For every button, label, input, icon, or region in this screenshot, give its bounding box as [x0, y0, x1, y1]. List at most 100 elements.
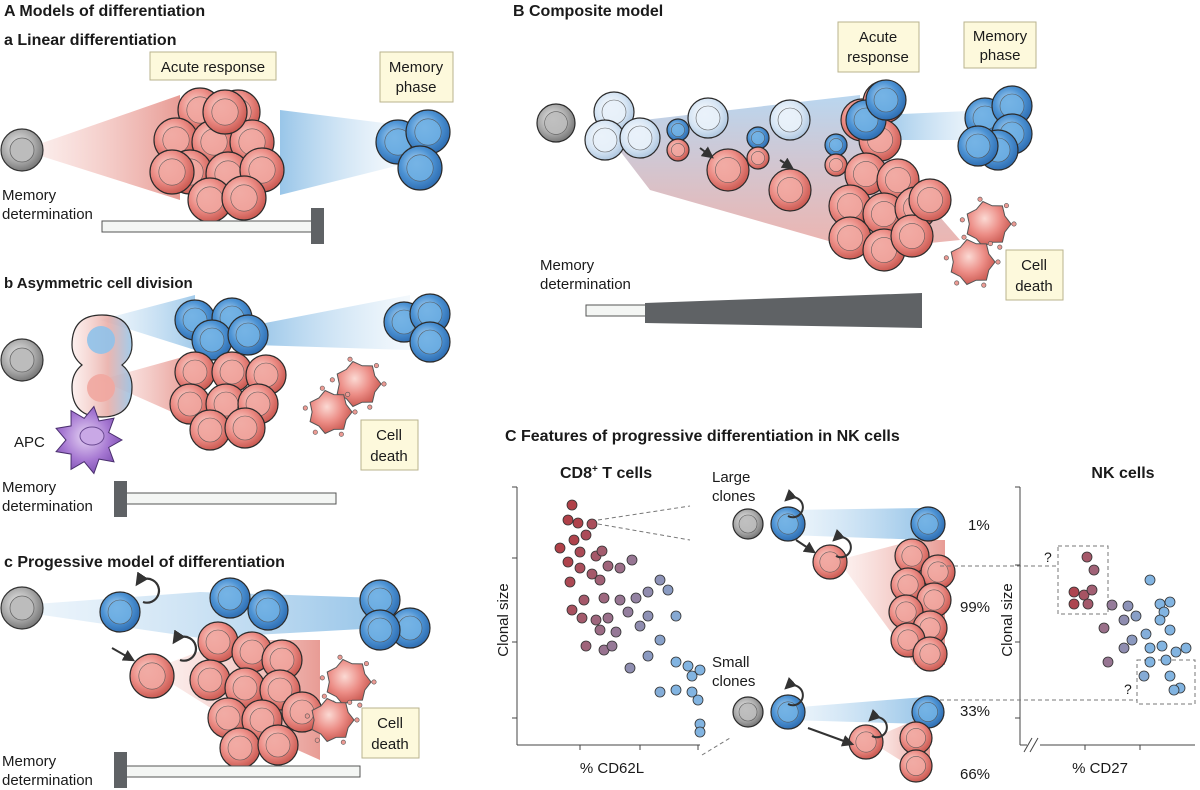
nk-scatter-points — [1068, 551, 1192, 696]
red-cell — [189, 409, 231, 451]
asym-blue-cone-1 — [100, 295, 195, 350]
self-renew-arrow — [784, 677, 804, 707]
cd8-point — [574, 562, 586, 574]
blue-cell — [99, 591, 141, 633]
nk-highlight-box-1 — [1057, 545, 1109, 615]
red-cell — [219, 727, 261, 769]
cd8-point — [606, 640, 618, 652]
cd8-point — [630, 592, 642, 604]
red-cell — [245, 354, 287, 396]
apc-cell — [55, 405, 124, 475]
nk-point — [1140, 628, 1152, 640]
prog-cells — [99, 577, 431, 769]
blue-cell — [247, 589, 289, 631]
red-cell — [257, 724, 299, 766]
asym-blue-cone-2 — [255, 295, 410, 350]
composite-celldeath-box — [1005, 249, 1064, 301]
cd8-point — [670, 684, 682, 696]
pale-cell — [584, 119, 626, 161]
red-cell — [189, 659, 231, 701]
nk-point — [1102, 656, 1114, 668]
cd8-point — [554, 542, 566, 554]
asym-red-cluster — [169, 351, 287, 451]
asym-red-cone — [100, 355, 190, 420]
self-renew-arrow — [832, 529, 852, 559]
cd8-point — [578, 594, 590, 606]
red-cell — [666, 138, 690, 162]
cd8-point — [564, 576, 576, 588]
asym-blue-cluster — [174, 297, 269, 361]
cd8-point — [594, 624, 606, 636]
celldeath-b-line2: death — [370, 448, 408, 465]
cd8-point — [610, 626, 622, 638]
red-cell — [899, 721, 933, 755]
cd8-scatter-points — [554, 499, 706, 738]
large-clones-line1: Large — [712, 469, 750, 486]
nk-point — [1081, 551, 1093, 563]
dying-cell — [302, 385, 358, 437]
nk-ticks — [1015, 486, 1141, 750]
cd8-point — [694, 664, 706, 676]
linear-acute-cluster — [149, 87, 285, 223]
self-renew-arrow-2 — [172, 629, 198, 662]
pale-cell — [687, 97, 729, 139]
cd8-point — [586, 568, 598, 580]
nk-point — [1118, 642, 1130, 654]
linear-blue-cone — [280, 110, 400, 195]
red-cell — [211, 351, 253, 393]
nk-point — [1156, 640, 1168, 652]
nk-point — [1122, 600, 1134, 612]
nk-point — [1082, 598, 1094, 610]
red-cell — [890, 214, 934, 258]
nk-axis-break — [1020, 737, 1039, 753]
nk-point — [1144, 656, 1156, 668]
pct-large-top: 1% — [968, 517, 990, 534]
red-cell — [261, 639, 303, 681]
asym-dying-cells — [302, 356, 387, 437]
blue-cell — [227, 314, 269, 356]
memdet-a-line1: Memory — [2, 187, 57, 204]
dying-cell — [943, 234, 1001, 288]
composite-acute-box — [837, 21, 920, 73]
self-renew-arrow — [784, 489, 804, 519]
nk-point — [1154, 614, 1166, 626]
nk-title: NK cells — [1091, 465, 1154, 482]
cd8-point — [654, 634, 666, 646]
prog-naive-cell — [0, 586, 44, 630]
panel-a-linear-title: a Linear differentiation — [4, 32, 176, 49]
cd8-point — [654, 686, 666, 698]
red-cell — [149, 149, 195, 195]
red-cell — [899, 749, 933, 783]
red-cell — [848, 724, 884, 760]
blue-cell — [209, 577, 251, 619]
cd8-point — [642, 610, 654, 622]
nk-point — [1180, 642, 1192, 654]
blue-cell — [957, 125, 999, 167]
grey-cell — [732, 696, 764, 728]
acute-response-label: Acute response — [161, 59, 265, 76]
nk-point — [1078, 589, 1090, 601]
cd8-point — [682, 660, 694, 672]
cd8-point — [614, 562, 626, 574]
cd8-point — [574, 546, 586, 558]
cd8-ylabel: Clonal size — [495, 583, 512, 656]
nk-point — [1130, 610, 1142, 622]
cd8-point — [596, 545, 608, 557]
grey-cell — [536, 103, 576, 143]
composite-memory-box — [963, 21, 1037, 69]
cd8-point — [562, 556, 574, 568]
nk-point — [1098, 622, 1110, 634]
pct-large-bot: 99% — [960, 599, 990, 616]
nk-point — [1170, 646, 1182, 658]
memdet-a-marker — [311, 208, 324, 244]
panel-c-prog-title: c Progessive model of differentiation — [4, 554, 285, 571]
small-blue-cone — [788, 697, 925, 724]
nk-point — [1106, 599, 1118, 611]
cd8-point — [614, 594, 626, 606]
panel-b-title: B Composite model — [513, 3, 663, 20]
cd8-point — [568, 534, 580, 546]
nk-point — [1138, 670, 1150, 682]
red-cell — [812, 544, 848, 580]
memdet-b-marker — [114, 481, 127, 517]
